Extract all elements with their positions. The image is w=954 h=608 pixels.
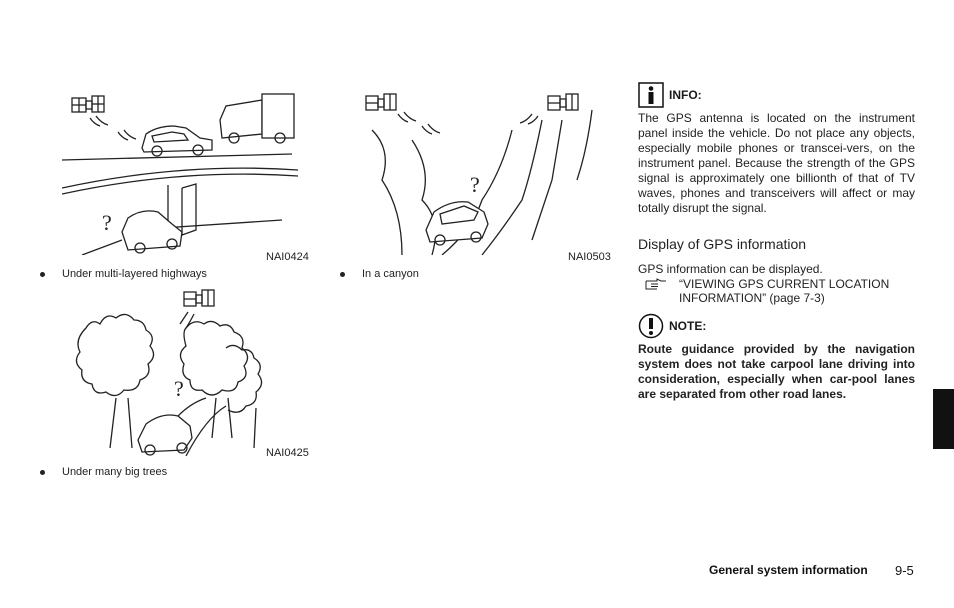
- pointing-hand-icon: [645, 278, 666, 290]
- figure-code: NAI0503: [568, 251, 611, 263]
- car-icon: [141, 125, 213, 157]
- svg-text:?: ?: [470, 172, 480, 197]
- bullet-item: Under multi-layered highways: [40, 268, 207, 280]
- svg-text:?: ?: [174, 376, 184, 401]
- note-label: NOTE:: [669, 319, 707, 333]
- bullet-icon: [340, 271, 345, 277]
- figure-code: NAI0424: [266, 251, 309, 263]
- section-text: GPS information can be displayed.: [638, 262, 823, 276]
- figure-many-big-trees: ?: [66, 288, 306, 458]
- satellite-icon: [71, 95, 105, 113]
- page-number: 9-5: [895, 563, 914, 578]
- figure-code: NAI0425: [266, 447, 309, 459]
- caption: Under many big trees: [62, 466, 168, 478]
- caption: In a canyon: [362, 268, 419, 280]
- car-icon: [121, 210, 183, 254]
- bullet-item: Under many big trees: [40, 466, 167, 478]
- section-title: Display of GPS information: [638, 236, 807, 252]
- info-icon: [638, 82, 664, 108]
- satellite-icon: [547, 93, 579, 111]
- info-label: INFO:: [669, 88, 702, 102]
- info-text: The GPS antenna is located on the instru…: [638, 111, 915, 215]
- figure-canyon: ?: [362, 90, 602, 255]
- bullet-icon: [40, 469, 45, 475]
- reference-link[interactable]: “VIEWING GPS CURRENT LOCATION INFORMATIO…: [679, 277, 890, 305]
- cross-reference: “VIEWING GPS CURRENT LOCATION INFORMATIO…: [645, 277, 915, 305]
- satellite-icon: [183, 289, 215, 307]
- truck-icon: [219, 93, 295, 144]
- chapter-tab: [933, 389, 954, 449]
- satellite-icon: [365, 93, 397, 111]
- car-icon: [137, 414, 193, 456]
- footer-title: General system information: [709, 563, 868, 577]
- exclamation-icon: [638, 313, 664, 339]
- car-icon: [425, 201, 489, 246]
- figure-multi-layered-highways: ?: [62, 90, 298, 255]
- note-text: Route guidance provided by the navigatio…: [638, 342, 915, 401]
- caption: Under multi-layered highways: [62, 268, 207, 280]
- bullet-item: In a canyon: [340, 268, 419, 280]
- svg-text:?: ?: [102, 210, 112, 235]
- info-heading: INFO:: [638, 82, 702, 108]
- bullet-icon: [40, 271, 45, 277]
- note-heading: NOTE:: [638, 313, 706, 339]
